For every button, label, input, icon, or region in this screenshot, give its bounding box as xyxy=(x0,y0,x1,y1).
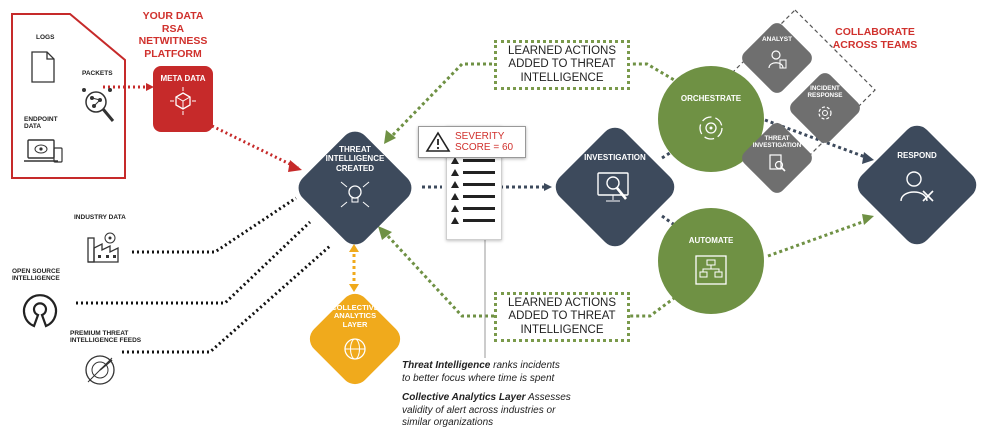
threat-inv-label-2: INVESTIGATION xyxy=(752,142,802,150)
packets-icon xyxy=(82,88,115,122)
collective-label-2: ANALYTICS xyxy=(333,311,377,321)
collective-label-1: COLLECTIVE xyxy=(331,302,379,312)
incident-label-1: INCIDENT xyxy=(810,85,840,93)
threat-investigation-node[interactable]: THREAT INVESTIGATION xyxy=(737,118,817,198)
endpoint-icon xyxy=(24,139,63,163)
analyst-person-icon xyxy=(768,49,787,68)
premium-feeds-label: PREMIUM THREAT INTELLIGENCE FEEDS xyxy=(70,330,142,345)
incident-response-node[interactable]: INCIDENT RESPONSE xyxy=(785,68,865,148)
learned-bottom-loop-right xyxy=(627,274,705,318)
cube-icon xyxy=(170,87,196,115)
threat-intelligence-node[interactable]: THREAT INTELLIGENCE CREATED xyxy=(292,125,418,251)
endpoint-label: ENDPOINT DATA xyxy=(24,116,58,131)
warning-icon xyxy=(425,131,451,152)
orchestrate-label: ORCHESTRATE xyxy=(680,94,742,104)
logs-label: LOGS xyxy=(36,34,55,41)
collective-analytics-node[interactable]: COLLECTIVE ANALYTICS LAYER xyxy=(303,287,407,391)
incident-rows xyxy=(451,157,495,224)
threat-label-3: CREATED xyxy=(335,163,375,173)
source-panel-outline xyxy=(11,13,126,179)
learned-actions-bottom: LEARNED ACTIONS ADDED TO THREAT INTELLIG… xyxy=(494,292,630,342)
collective-caption: Collective Analytics Layer Assesses vali… xyxy=(402,392,571,428)
severity-score-banner: SEVERITY SCORE = 60 xyxy=(418,126,526,158)
industry-to-threat-line xyxy=(132,196,297,254)
investigation-node[interactable]: INVESTIGATION xyxy=(549,121,681,253)
meta-to-threat-line xyxy=(211,124,299,170)
document-search-icon xyxy=(769,154,786,172)
learned-bottom-loop-left xyxy=(384,232,494,318)
radar-icon xyxy=(85,355,115,385)
analyst-node[interactable]: ANALYST xyxy=(737,18,817,98)
collective-label-3: LAYER xyxy=(342,320,368,329)
severity-label: SEVERITY xyxy=(455,130,505,142)
threat-inv-label-1: THREAT xyxy=(764,135,790,143)
learned-top-line3: INTELLIGENCE xyxy=(520,71,604,84)
industry-label: INDUSTRY DATA xyxy=(74,214,126,221)
learned-bottom-line1: LEARNED ACTIONS xyxy=(508,297,616,310)
learned-actions-top: LEARNED ACTIONS ADDED TO THREAT INTELLIG… xyxy=(494,40,630,90)
packets-label: PACKETS xyxy=(82,70,113,77)
flowchart-icon xyxy=(695,254,727,285)
investigation-label: INVESTIGATION xyxy=(584,153,646,163)
learned-bottom-line3: INTELLIGENCE xyxy=(520,323,604,336)
incident-label-2: RESPONSE xyxy=(807,92,843,100)
open-source-icon xyxy=(22,294,58,328)
lightbulb-icon xyxy=(340,181,370,208)
person-tools-icon xyxy=(900,170,934,202)
meta-data-box[interactable]: META DATA xyxy=(153,66,213,132)
learned-top-line1: LEARNED ACTIONS xyxy=(508,45,616,58)
learned-top-line2: ADDED TO THREAT xyxy=(508,58,616,71)
logs-icon xyxy=(31,51,55,83)
automate-node[interactable]: AUTOMATE xyxy=(658,208,764,314)
your-data-title: YOUR DATA RSA NETWITNESS PLATFORM xyxy=(138,10,208,60)
threat-label-1: THREAT xyxy=(339,145,371,155)
gear-icon xyxy=(818,106,832,120)
respond-label: RESPOND xyxy=(897,151,937,161)
collaborate-title: COLLABORATE ACROSS TEAMS xyxy=(832,26,918,51)
factory-icon xyxy=(87,232,119,263)
threat-label-2: INTELLIGENCE xyxy=(325,154,385,164)
monitor-search-icon xyxy=(597,171,629,201)
automate-label: AUTOMATE xyxy=(688,236,734,246)
cycle-gear-icon xyxy=(699,115,723,140)
analyst-label: ANALYST xyxy=(761,36,793,44)
learned-bottom-line2: ADDED TO THREAT xyxy=(508,310,616,323)
orchestrate-node[interactable]: ORCHESTRATE xyxy=(658,66,764,172)
premium-to-threat-line xyxy=(122,244,331,354)
open-source-label: OPEN SOURCE INTELLIGENCE xyxy=(12,268,61,283)
meta-data-label: META DATA xyxy=(160,74,206,83)
score-value: SCORE = 60 xyxy=(455,142,514,153)
globe-icon xyxy=(344,337,366,360)
threat-intel-caption: Threat Intelligence ranks incidents to b… xyxy=(402,360,560,384)
respond-node[interactable]: RESPOND xyxy=(851,119,983,251)
